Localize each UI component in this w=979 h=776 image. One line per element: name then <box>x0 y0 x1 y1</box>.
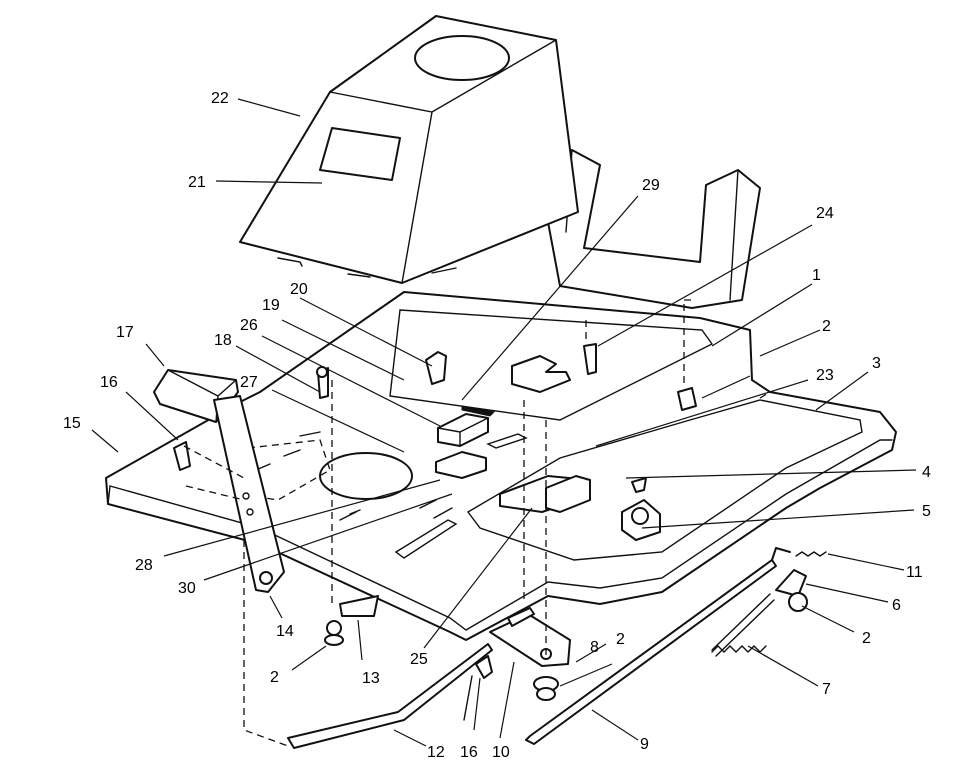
callout-labels: 22 21 29 24 1 2 3 23 20 19 26 18 17 16 1… <box>63 90 931 761</box>
callout-2-right: 2 <box>862 630 871 647</box>
callout-22: 22 <box>211 90 229 107</box>
callout-24: 24 <box>816 205 834 222</box>
callout-2-lower: 2 <box>616 631 625 648</box>
callout-1: 1 <box>812 267 821 284</box>
callout-27: 27 <box>240 374 258 391</box>
callout-25: 25 <box>410 651 428 668</box>
leader-lines <box>91 98 917 747</box>
lower-linkage <box>287 547 827 749</box>
callout-17: 17 <box>116 324 134 341</box>
callout-16-upper: 16 <box>100 374 118 391</box>
callout-14: 14 <box>276 623 294 640</box>
callout-6: 6 <box>892 597 901 614</box>
callout-30: 30 <box>178 580 196 597</box>
alignment-lines <box>183 299 771 747</box>
callout-4: 4 <box>922 464 931 481</box>
callout-9: 9 <box>640 736 649 753</box>
callout-26: 26 <box>240 317 258 334</box>
callout-29: 29 <box>642 177 660 194</box>
top-cover-shroud <box>239 15 579 284</box>
callout-8: 8 <box>590 639 599 656</box>
callout-21: 21 <box>188 174 206 191</box>
callout-18: 18 <box>214 332 232 349</box>
rear-handle-frame <box>547 149 761 309</box>
callout-28: 28 <box>135 557 153 574</box>
callout-5: 5 <box>922 503 931 520</box>
main-deck-plate <box>105 291 897 641</box>
switch-assembly <box>316 343 697 541</box>
callout-20: 20 <box>290 281 308 298</box>
callout-2-upper: 2 <box>822 318 831 335</box>
callout-13: 13 <box>362 670 380 687</box>
callout-15: 15 <box>63 415 81 432</box>
callout-2-left: 2 <box>270 669 279 686</box>
callout-11: 11 <box>906 564 923 581</box>
callout-7: 7 <box>822 681 831 698</box>
control-lever <box>153 369 285 593</box>
callout-19: 19 <box>262 297 280 314</box>
callout-3: 3 <box>872 355 881 372</box>
callout-23: 23 <box>816 367 834 384</box>
callout-16-lower: 16 <box>460 744 478 761</box>
callout-12: 12 <box>427 744 445 761</box>
callout-10: 10 <box>492 744 510 761</box>
